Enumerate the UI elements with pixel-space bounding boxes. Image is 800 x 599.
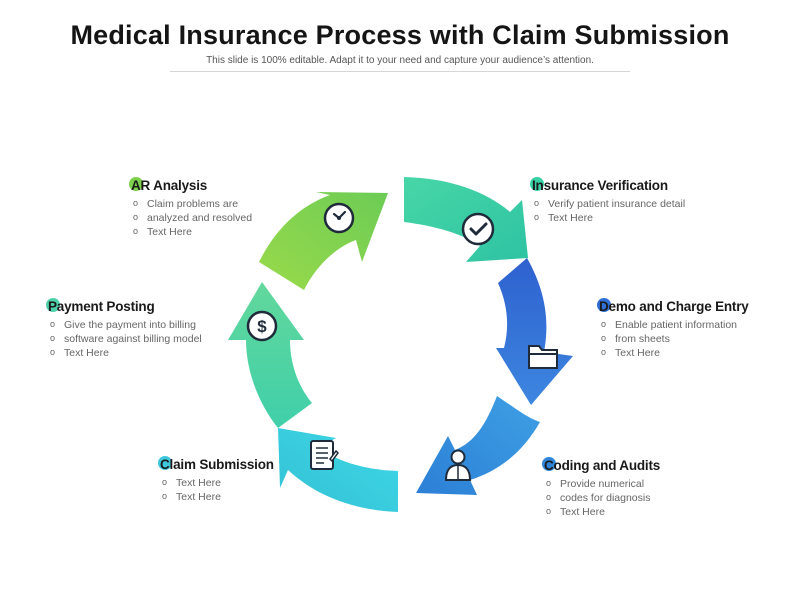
- step-bullets: Enable patient information from sheets T…: [599, 317, 749, 360]
- step-insurance-verification: Insurance Verification Verify patient in…: [530, 177, 685, 225]
- step-bullets: Text Here Text Here: [160, 475, 274, 504]
- step-title: AR Analysis: [131, 178, 208, 193]
- step-marker-dot: [597, 298, 611, 312]
- step-marker-dot: [46, 298, 60, 312]
- arrow-coding-audits: [416, 396, 540, 495]
- bullet-item: analyzed and resolved: [131, 210, 252, 225]
- step-ar-analysis: AR Analysis Claim problems are analyzed …: [129, 177, 252, 239]
- step-title: Insurance Verification: [532, 178, 668, 193]
- arrow-ar-analysis: [259, 192, 388, 290]
- svg-text:$: $: [257, 317, 267, 336]
- step-bullets: Claim problems are analyzed and resolved…: [131, 196, 252, 239]
- person-icon: [444, 449, 472, 481]
- step-bullets: Provide numerical codes for diagnosis Te…: [544, 476, 660, 519]
- bullet-item: Text Here: [544, 504, 660, 519]
- slide-subtitle: This slide is 100% editable. Adapt it to…: [206, 55, 594, 66]
- bullet-item: codes for diagnosis: [544, 490, 660, 505]
- bullet-item: from sheets: [599, 331, 749, 346]
- arrow-demo-charge-entry: [496, 258, 573, 405]
- step-bullets: Give the payment into billing software a…: [48, 317, 202, 360]
- bullet-item: Claim problems are: [131, 196, 252, 211]
- step-marker-dot: [129, 177, 143, 191]
- slide-title: Medical Insurance Process with Claim Sub…: [70, 20, 730, 50]
- step-title: Demo and Charge Entry: [599, 299, 749, 314]
- folder-icon: [528, 345, 558, 369]
- bullet-item: Text Here: [160, 475, 274, 490]
- step-demo-charge-entry: Demo and Charge Entry Enable patient inf…: [597, 298, 749, 360]
- arrow-claim-submission: [278, 428, 398, 512]
- bullet-item: Give the payment into billing: [48, 317, 202, 332]
- clock-icon: [323, 202, 355, 234]
- step-title: Payment Posting: [48, 299, 155, 314]
- bullet-item: Text Here: [48, 345, 202, 360]
- step-marker-dot: [158, 456, 172, 470]
- checkmark-icon: [461, 212, 495, 246]
- step-bullets: Verify patient insurance detail Text Her…: [532, 196, 685, 225]
- bullet-item: software against billing model: [48, 331, 202, 346]
- title-divider: [170, 71, 630, 72]
- step-claim-submission: Claim Submission Text Here Text Here: [158, 456, 274, 504]
- step-title: Claim Submission: [160, 457, 274, 472]
- bullet-item: Enable patient information: [599, 317, 749, 332]
- bullet-item: Verify patient insurance detail: [532, 196, 685, 211]
- bullet-item: Text Here: [131, 224, 252, 239]
- bullet-item: Text Here: [160, 489, 274, 504]
- bullet-item: Text Here: [599, 345, 749, 360]
- step-title: Coding and Audits: [544, 458, 661, 473]
- dollar-icon: $: [246, 310, 278, 342]
- bullet-item: Text Here: [532, 210, 685, 225]
- step-marker-dot: [530, 177, 544, 191]
- arrow-payment-posting: [228, 282, 312, 428]
- document-icon: [310, 440, 339, 470]
- step-payment-posting: Payment Posting Give the payment into bi…: [46, 298, 202, 360]
- step-coding-audits: Coding and Audits Provide numerical code…: [542, 457, 661, 519]
- step-marker-dot: [542, 457, 556, 471]
- bullet-item: Provide numerical: [544, 476, 660, 491]
